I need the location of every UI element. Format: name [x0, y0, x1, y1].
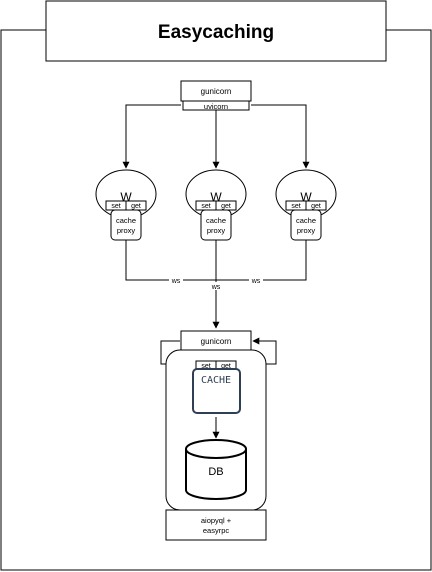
cache-set-label: set — [201, 363, 210, 370]
library-box: aiopyql + easyrpc — [165, 509, 267, 541]
cache-proxy-label-2: proxy — [117, 226, 136, 235]
ws-label-left: ws — [171, 278, 181, 285]
get-label: get — [221, 203, 231, 210]
worker-1: W set get cache proxy — [95, 169, 157, 241]
title-box: Easycaching — [45, 0, 387, 62]
cache-get-label: get — [221, 363, 231, 370]
diagram-title: Easycaching — [158, 22, 274, 43]
library-label-1: aiopyql + — [201, 516, 232, 525]
cache-label: CACHE — [201, 375, 231, 386]
set-label: set — [291, 203, 300, 210]
set-label: set — [201, 203, 210, 210]
ws-label-down: ws — [211, 284, 221, 291]
worker-3: W set get cache proxy — [275, 169, 337, 241]
worker-2: W set get cache proxy — [185, 169, 247, 241]
set-label: set — [111, 203, 120, 210]
top-uvicorn-label: uvicorn — [204, 102, 228, 111]
cache-server-gunicorn: gunicorn — [180, 330, 252, 351]
cache-proxy-label: cache — [296, 216, 316, 225]
top-server: gunicorn uvicorn — [180, 80, 252, 111]
ws-label-right: ws — [251, 278, 261, 285]
cache-gunicorn-label: gunicorn — [201, 337, 232, 346]
database: DB — [185, 439, 247, 500]
cache-proxy-label: cache — [116, 216, 136, 225]
get-label: get — [131, 203, 141, 210]
cache-proxy-label: cache — [206, 216, 226, 225]
cache-store: CACHE — [192, 368, 241, 414]
get-label: get — [311, 203, 321, 210]
cache-proxy-label-2: proxy — [207, 226, 226, 235]
distribution-arrows — [122, 104, 310, 169]
db-label: DB — [208, 466, 223, 478]
cache-proxy-label-2: proxy — [297, 226, 316, 235]
library-label-2: easyrpc — [203, 526, 230, 535]
top-gunicorn-label: gunicorn — [201, 87, 232, 96]
